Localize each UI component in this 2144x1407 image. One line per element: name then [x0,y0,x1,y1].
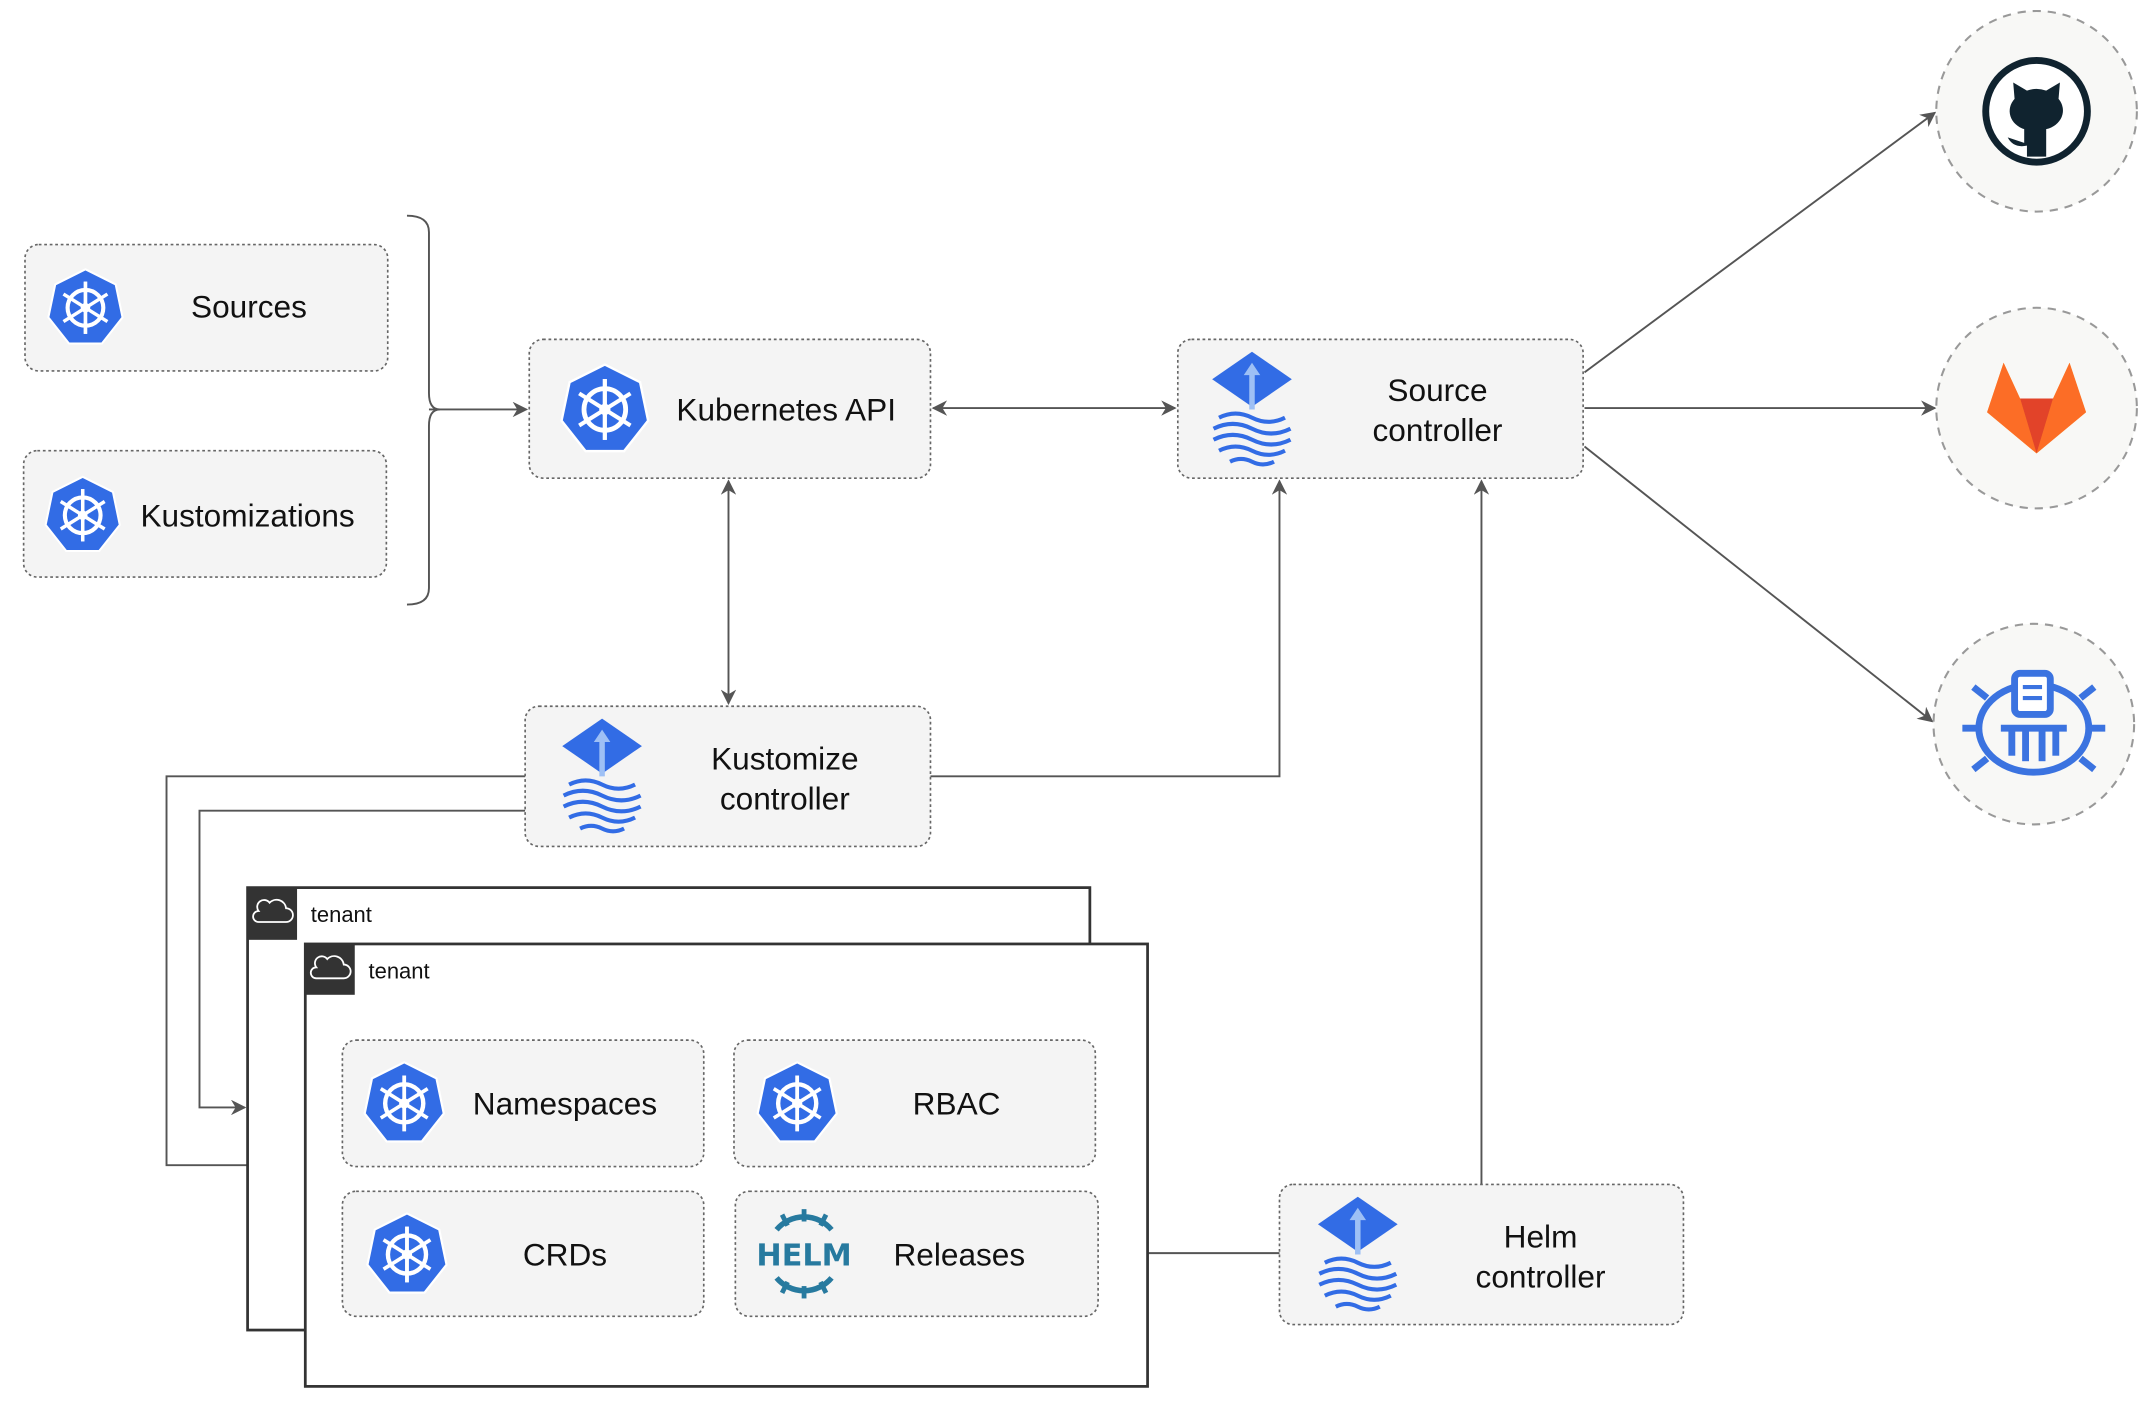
node-label-line1: Kustomize [711,740,858,776]
node-releases[interactable]: HELM Releases [734,1190,1099,1318]
gitlab-icon [1987,362,2087,454]
edge-kustomize-to-tenant-front [165,775,526,1173]
node-label-line2: controller [1373,412,1503,448]
node-source-controller[interactable]: Source controller [1176,338,1584,479]
github-icon [1982,57,2091,166]
edge-source-to-github [1583,111,1937,374]
bucket-icon [1962,669,2106,776]
node-label: RBAC [913,1085,1001,1121]
node-label-line2: controller [1476,1258,1606,1294]
node-label: Sources [191,288,307,324]
edge-kustomize-to-source [930,479,1288,778]
node-label: Kustomizations [140,497,354,533]
node-kustomize-controller[interactable]: Kustomize controller [524,705,932,848]
node-crds[interactable]: CRDs [341,1190,705,1318]
node-label: Kubernetes API [676,391,896,427]
node-label-line1: Helm [1504,1219,1578,1255]
helm-icon: HELM [756,1209,852,1299]
bucket-source[interactable] [1932,622,2136,826]
tenant-label: tenant [369,958,430,983]
node-label-line1: Source [1387,372,1487,408]
github-source[interactable] [1935,9,2138,213]
tenant-front[interactable]: tenant Namespaces RBAC CRDs [303,942,1149,1388]
node-label: Namespaces [473,1085,657,1121]
edge-kustomize-to-tenant-back [198,809,526,1116]
tenant-header-box [305,943,355,995]
node-helm-controller[interactable]: Helm controller [1278,1183,1685,1326]
node-label-line2: controller [720,780,850,816]
node-label: CRDs [523,1236,607,1272]
node-sources[interactable]: Sources [24,243,389,372]
cloud-icon [309,955,352,980]
node-label: Releases [893,1236,1025,1272]
edge-source-to-bucket [1583,445,1934,723]
tenant-header-box [247,887,298,940]
node-rbac[interactable]: RBAC [733,1039,1097,1168]
node-namespaces[interactable]: Namespaces [341,1039,705,1168]
tenant-label: tenant [311,902,372,927]
gitlab-source[interactable] [1935,306,2138,510]
svg-text:HELM: HELM [756,1238,851,1273]
node-kubernetes-api[interactable]: Kubernetes API [528,338,932,479]
cloud-icon [252,898,294,923]
node-kustomizations[interactable]: Kustomizations [22,449,388,578]
